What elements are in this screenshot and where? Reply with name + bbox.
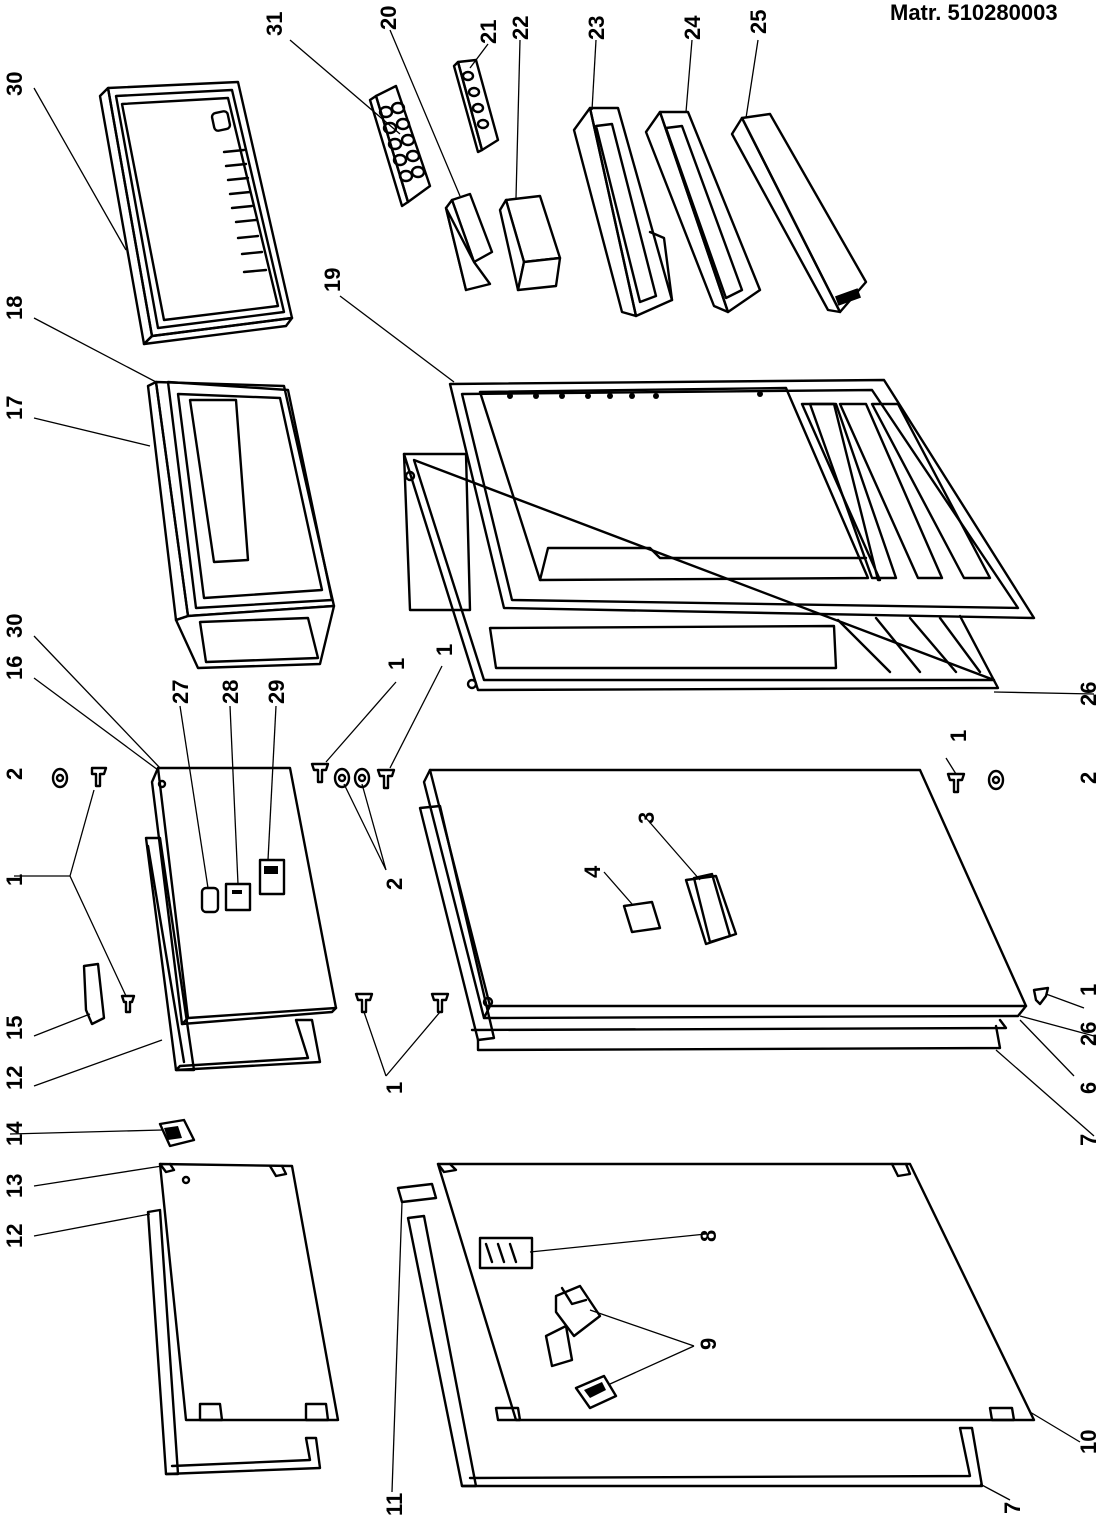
part-6-fridge-door xyxy=(422,768,1028,1020)
callout-1-e: 1 xyxy=(946,730,971,742)
callout-24: 24 xyxy=(680,15,705,40)
callout-labels: 30 31 20 21 22 23 24 25 18 17 19 30 16 2… xyxy=(2,6,1100,1516)
callout-7-a: 7 xyxy=(1076,1134,1100,1146)
callout-13: 13 xyxy=(2,1174,27,1198)
callout-19: 19 xyxy=(320,268,345,292)
callout-12-b: 12 xyxy=(2,1224,27,1248)
callout-18: 18 xyxy=(2,296,27,320)
callout-28: 28 xyxy=(218,680,243,704)
hardware-items xyxy=(51,762,1050,1148)
part-16-freezer-door xyxy=(150,766,338,1026)
part-30-cover xyxy=(98,80,294,346)
callout-25: 25 xyxy=(746,10,771,34)
callout-17: 17 xyxy=(2,396,27,420)
part-23-door-shelf xyxy=(572,106,674,318)
callout-30-mid: 30 xyxy=(2,614,27,638)
callout-26-b: 26 xyxy=(1076,1022,1100,1046)
callout-30-top: 30 xyxy=(2,72,27,96)
callout-20: 20 xyxy=(376,6,401,30)
callout-2-a: 2 xyxy=(2,768,27,780)
part-19-door-liner xyxy=(448,378,1036,620)
callout-15: 15 xyxy=(2,1016,27,1040)
callout-23: 23 xyxy=(584,16,609,40)
callout-7-b: 7 xyxy=(1000,1502,1025,1514)
callout-8: 8 xyxy=(696,1230,721,1242)
callout-10: 10 xyxy=(1076,1430,1100,1454)
callout-1-d: 1 xyxy=(382,1082,407,1094)
part-22-box xyxy=(498,194,562,292)
callout-14: 14 xyxy=(2,1121,27,1146)
part-13-freezer-liner xyxy=(158,1162,340,1422)
callout-1-f: 1 xyxy=(1076,984,1100,996)
part-7-fridge-gasket xyxy=(418,804,1008,1052)
callout-3: 3 xyxy=(634,812,659,824)
part-31-egg-tray xyxy=(368,84,432,208)
callout-31: 31 xyxy=(262,12,287,36)
part-10-fridge-liner xyxy=(436,1162,1036,1422)
part-12-freezer-gasket xyxy=(144,836,322,1072)
part-24-door-shelf xyxy=(644,110,762,314)
callout-29: 29 xyxy=(264,680,289,704)
callout-2-b: 2 xyxy=(382,878,407,890)
callout-6: 6 xyxy=(1076,1082,1100,1094)
callout-1-a: 1 xyxy=(384,658,409,670)
part-9-knob xyxy=(544,1284,618,1410)
part-12-liner-gasket xyxy=(146,1208,322,1476)
callout-12-a: 12 xyxy=(2,1066,27,1090)
part-11-7-fridge-liner-gasket xyxy=(396,1182,984,1488)
callout-22: 22 xyxy=(508,16,533,40)
callout-16: 16 xyxy=(2,656,27,680)
callout-1-c: 1 xyxy=(2,874,27,886)
leader-lines xyxy=(9,29,1095,1501)
callout-9: 9 xyxy=(696,1338,721,1350)
part-20-block xyxy=(444,192,494,292)
callout-2-c: 2 xyxy=(1076,772,1100,784)
part-26-door-frame xyxy=(402,452,1000,692)
reference-number: Matr. 510280003 xyxy=(890,0,1058,25)
callout-26-a: 26 xyxy=(1076,682,1100,706)
part-25-bottle-rail xyxy=(730,112,868,314)
callout-21: 21 xyxy=(476,20,501,44)
callout-11: 11 xyxy=(382,1493,407,1516)
part-21-small-tray xyxy=(452,58,500,154)
callout-1-b: 1 xyxy=(432,644,457,656)
callout-27: 27 xyxy=(168,680,193,704)
part-17-18-freezer-flap xyxy=(146,380,336,670)
callout-4: 4 xyxy=(580,865,605,878)
